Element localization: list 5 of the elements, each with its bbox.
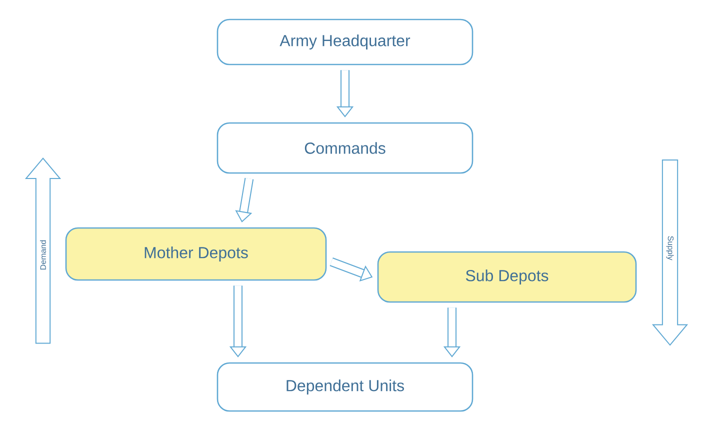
process-box: Army Headquarter — [216, 18, 474, 66]
process-box: Sub Depots — [377, 251, 637, 303]
process-box: Commands — [216, 122, 474, 174]
process-box: Mother Depots — [65, 227, 327, 281]
process-box: Dependent Units — [216, 362, 474, 412]
